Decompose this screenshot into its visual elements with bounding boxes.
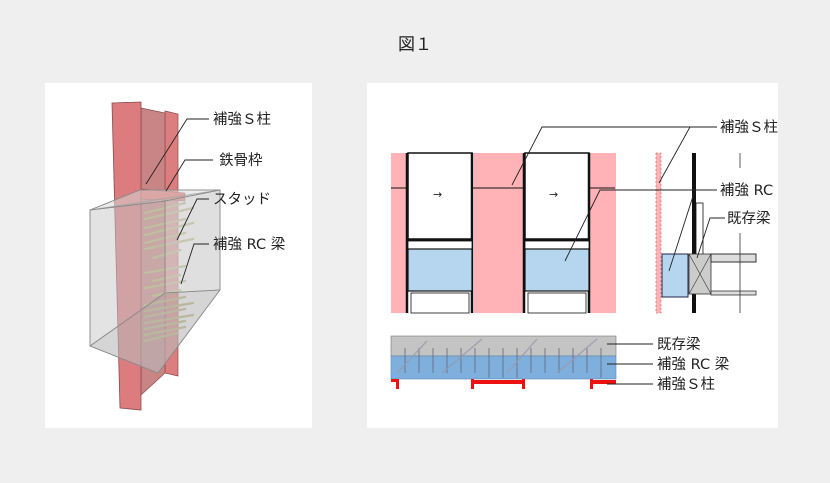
elevation-column-2 [474,153,525,313]
label-steel-frame: 鉄骨枠 [219,152,263,169]
elevation-plan-panel: → → [367,83,778,428]
isometric-diagram: 補強Ｓ柱 鉄骨枠 スタッド 補強 RC 梁 [89,101,285,411]
label-studs: スタッド [213,191,271,208]
plan-label-rc-beam: 補強 RC 梁 [657,356,729,373]
plan-label-steel-column: 補強Ｓ柱 [657,376,715,393]
plan-existing-beam [390,335,617,357]
figure-title: 図１ [398,35,432,55]
elevation-view: → → [391,152,616,314]
section-steel-column [655,152,662,314]
elevation-column-1 [391,153,407,313]
elevation-label-rc-beam: 補強 RC 梁 [720,182,778,199]
elevation-column-3 [590,153,616,313]
plan-label-existing-beam: 既存梁 [657,336,701,353]
window-arrow-1: → [433,188,442,201]
label-steel-column: 補強Ｓ柱 [213,111,271,128]
isometric-view-panel: 補強Ｓ柱 鉄骨枠 スタッド 補強 RC 梁 [45,83,312,428]
right-leader-lines [511,126,725,385]
plan-rc-beam [390,355,617,380]
elevation-label-steel-column: 補強Ｓ柱 [720,119,778,136]
leader-lines [145,118,213,285]
elevation-plan-diagram: → → [390,119,778,393]
plan-view [390,335,617,389]
section-rc-beam [661,253,689,298]
section-view [655,152,757,314]
elevation-label-existing-beam: 既存梁 [727,210,771,227]
rc-beam-box [89,189,221,374]
plan-steel-columns [391,379,616,389]
steel-column-front-flange [111,101,142,411]
window-arrow-2: → [549,188,558,201]
label-rc-beam: 補強 RC 梁 [213,236,285,253]
elevation-rc-beam-2 [524,248,590,292]
elevation-rc-beam-1 [407,248,473,292]
